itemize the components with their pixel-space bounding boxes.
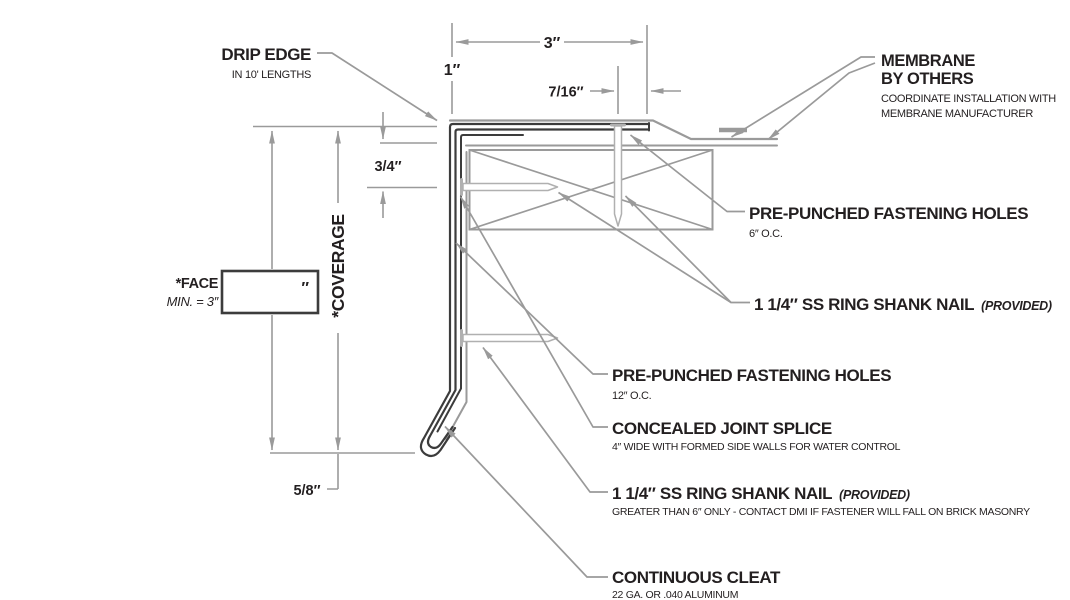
leader-drip-edge xyxy=(317,52,438,122)
text-labels: DRIP EDGE IN 10' LENGTHS MEMBRANE BY OTH… xyxy=(167,45,1057,600)
vertical-ring-shank-nail xyxy=(610,123,626,227)
leader-nail-upper-b xyxy=(558,191,732,304)
dim-34-value: 3/4″ xyxy=(374,159,401,175)
nail-upper-title: 1 1/4″ SS RING SHANK NAIL xyxy=(754,295,974,314)
leader-membrane-2 xyxy=(767,62,876,141)
leader-holes-12oc xyxy=(455,242,608,375)
membrane-subtitle-line1: COORDINATE INSTALLATION WITH xyxy=(881,93,1056,105)
splice-subtitle: 4″ WIDE WITH FORMED SIDE WALLS FOR WATER… xyxy=(612,441,901,453)
cleat-subtitle: 22 GA. OR .040 ALUMINUM xyxy=(612,589,738,600)
leader-splice xyxy=(459,196,608,428)
nail-lower-subtitle: GREATER THAN 6″ ONLY - CONTACT DMI IF FA… xyxy=(612,506,1030,518)
upper-nail-shaft xyxy=(462,182,559,192)
splice-title: CONCEALED JOINT SPLICE xyxy=(612,419,832,438)
vertical-nail-shaft xyxy=(613,125,623,227)
dim-3in-value: 3″ xyxy=(544,35,561,52)
leader-membrane-1 xyxy=(731,56,875,138)
drip-edge-outer-line xyxy=(419,122,651,458)
face-dimension-box: ″ xyxy=(220,269,320,315)
membrane-title-line2: BY OTHERS xyxy=(881,70,974,88)
membrane-subtitle-line2: MEMBRANE MANUFACTURER xyxy=(881,108,1033,120)
upper-horizontal-nail xyxy=(460,178,559,196)
lower-horizontal-nail xyxy=(460,329,559,347)
nail-lower-note: (PROVIDED) xyxy=(839,488,910,502)
drip-edge-inner-line xyxy=(426,128,650,450)
coverage-label: *COVERAGE xyxy=(328,214,348,317)
nail-upper-note: (PROVIDED) xyxy=(981,299,1052,313)
dimension-values: 1″ 3″ 7/16″ 3/4″ 5/8″ xyxy=(293,35,583,499)
nail-lower-title: 1 1/4″ SS RING SHANK NAIL xyxy=(612,484,832,503)
drip-edge-hem-line xyxy=(436,134,524,433)
dim-716-value: 7/16″ xyxy=(548,85,583,101)
membrane-ply1 xyxy=(448,119,779,141)
membrane-title-line1: MEMBRANE xyxy=(881,52,975,70)
nail-lower-label: 1 1/4″ SS RING SHANK NAIL (PROVIDED) xyxy=(612,484,910,503)
dim-58-connector xyxy=(327,454,339,490)
face-box xyxy=(220,269,320,315)
leader-holes-6oc xyxy=(629,134,745,213)
drip-edge-profile xyxy=(419,122,651,458)
dim-58-value: 5/8″ xyxy=(293,483,320,499)
holes-6oc-title: PRE-PUNCHED FASTENING HOLES xyxy=(749,204,1028,223)
cleat-title: CONTINUOUS CLEAT xyxy=(612,568,781,587)
dimension-lines xyxy=(253,23,681,490)
dim-34-ticks xyxy=(367,142,437,189)
holes-12oc-subtitle: 12″ O.C. xyxy=(612,390,652,402)
face-box-unit: ″ xyxy=(301,280,309,297)
face-title: *FACE xyxy=(176,276,219,292)
leader-lines xyxy=(317,52,876,578)
holes-6oc-subtitle: 6″ O.C. xyxy=(749,228,783,240)
drip-edge-title: DRIP EDGE xyxy=(221,45,311,64)
holes-12oc-title: PRE-PUNCHED FASTENING HOLES xyxy=(612,366,891,385)
dim-1in-value: 1″ xyxy=(444,62,461,79)
nail-upper-label: 1 1/4″ SS RING SHANK NAIL (PROVIDED) xyxy=(754,295,1052,314)
drip-edge-subtitle: IN 10' LENGTHS xyxy=(232,69,311,81)
blocking-x-lines xyxy=(469,149,713,231)
leader-cleat xyxy=(444,425,608,578)
leader-nail-lower xyxy=(482,346,608,493)
face-subtitle: MIN. = 3″ xyxy=(167,294,219,309)
